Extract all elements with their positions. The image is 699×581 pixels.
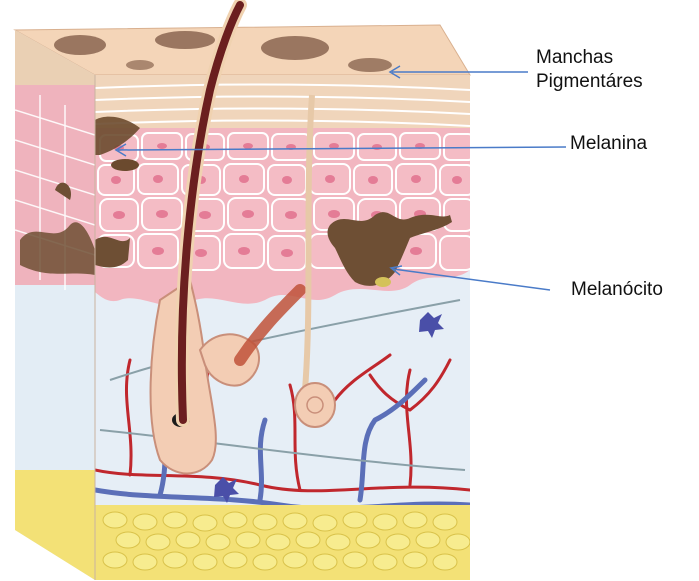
label-manchas-line1: Manchas — [536, 46, 643, 70]
skin-front-face — [95, 75, 474, 581]
skin-surface — [15, 25, 470, 75]
skin-side-face — [10, 20, 100, 581]
label-melanina: Melanina — [570, 132, 647, 156]
label-melanocito: Melanócito — [571, 278, 663, 302]
stratum-corneum — [95, 75, 470, 130]
label-manchas-pigmentares: Manchas Pigmentáres — [536, 46, 643, 94]
label-manchas-line2: Pigmentáres — [536, 70, 643, 94]
subcutaneous-fat — [95, 505, 470, 581]
